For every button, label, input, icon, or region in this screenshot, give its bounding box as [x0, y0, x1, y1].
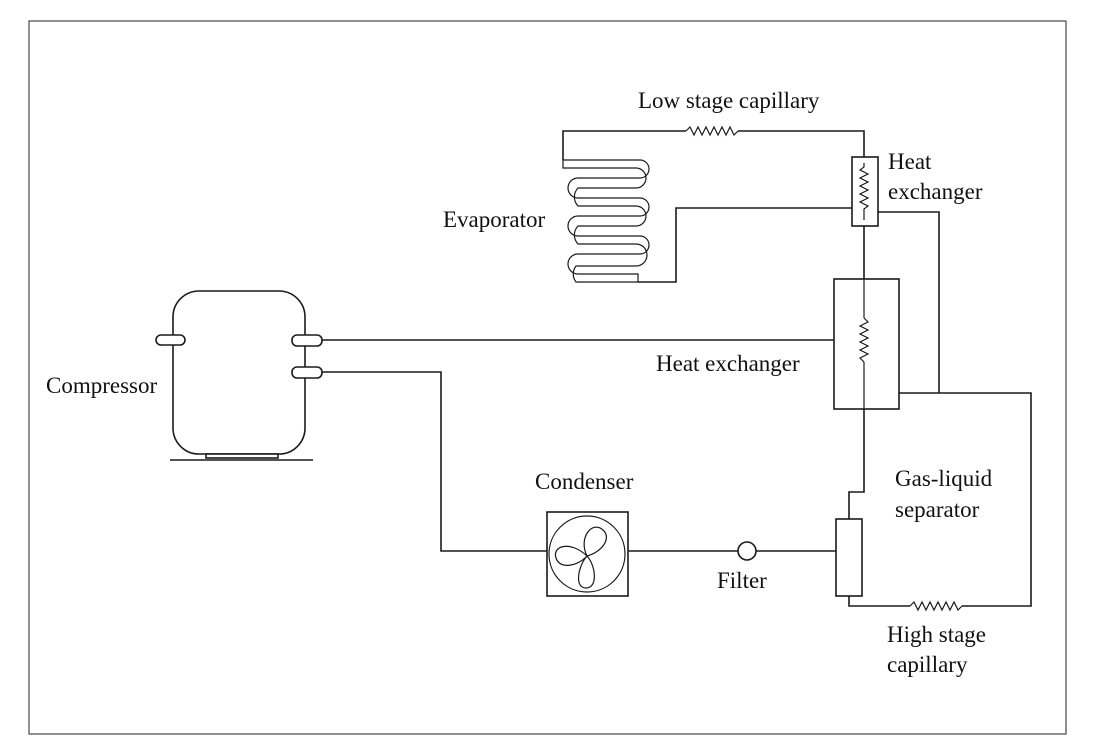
compressor-discharge-port [291, 366, 323, 379]
compressor-left-port [155, 334, 186, 346]
middle-heat-exchanger [833, 278, 900, 410]
low-stage-line-right [738, 130, 865, 157]
low-stage-capillary-coil [685, 125, 739, 137]
high-stage-line [848, 596, 910, 607]
condenser-fan-blade-left [554, 545, 588, 566]
middle-heat-exchanger-label: Heat exchanger [656, 351, 800, 376]
filter-symbol [737, 541, 757, 561]
top-heat-exchanger-coil [858, 163, 870, 220]
separator-to-hx-line [848, 409, 865, 519]
gas-liquid-separator-body [835, 518, 863, 597]
gas-liquid-separator-label-line2: separator [895, 497, 980, 522]
compressor-label: Compressor [46, 373, 158, 398]
condenser-fan-blade-bottom [578, 555, 595, 589]
compressor-suction-port [291, 334, 323, 347]
discharge-line [322, 371, 547, 552]
filter-label: Filter [717, 568, 767, 593]
condenser-housing [546, 511, 629, 597]
diagram-frame [28, 20, 1067, 735]
high-stage-capillary-label-line2: capillary [887, 652, 968, 677]
top-heat-exchanger [851, 156, 879, 227]
low-stage-capillary-label: Low stage capillary [638, 88, 820, 113]
piping [322, 130, 1032, 607]
evaporator-label: Evaporator [443, 207, 546, 232]
middle-heat-exchanger-coil [858, 317, 870, 363]
condenser-fan-ring [548, 515, 626, 593]
evaporator-outlet-line [638, 207, 852, 283]
high-stage-capillary-coil [909, 600, 963, 612]
evaporator [562, 159, 650, 283]
low-stage-line-left [562, 130, 686, 160]
middle-heat-exchanger-body [833, 278, 900, 410]
compressor-body [172, 290, 306, 455]
high-stage-capillary-label-line1: High stage [887, 622, 986, 647]
top-heat-exchanger-label-line1: Heat [888, 149, 932, 174]
compressor [155, 290, 323, 461]
evaporator-coil-outer [562, 159, 650, 283]
gas-liquid-separator-label-line1: Gas-liquid [895, 466, 993, 491]
top-heat-exchanger-label-line2: exchanger [888, 179, 983, 204]
top-hx-return-line [878, 211, 940, 393]
condenser [546, 511, 629, 597]
compressor-base [205, 453, 279, 459]
high-stage-return-line [899, 392, 1032, 607]
condenser-fan-blade-top [583, 526, 607, 557]
condenser-label: Condenser [535, 469, 634, 494]
